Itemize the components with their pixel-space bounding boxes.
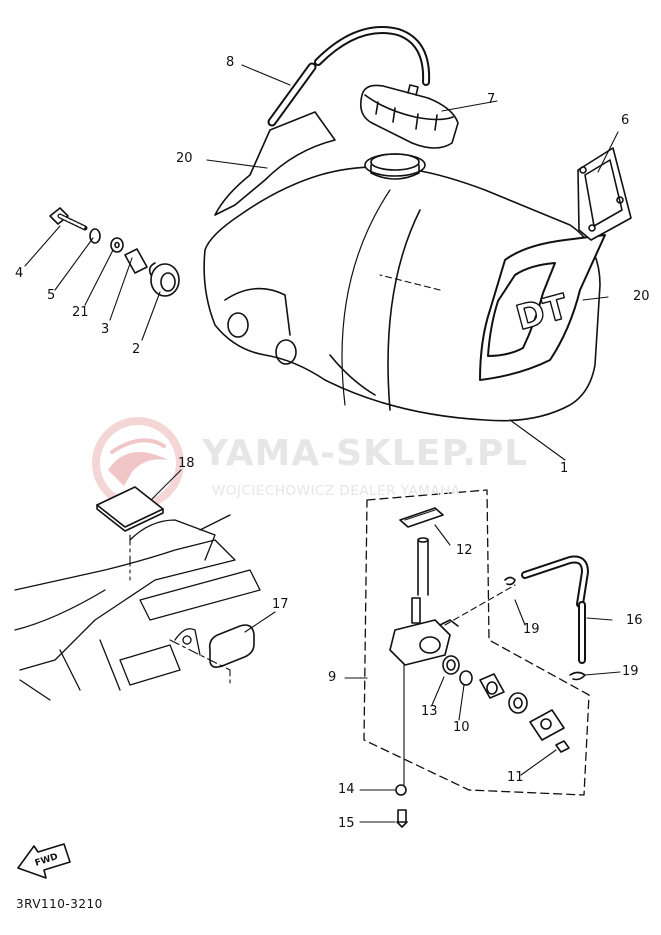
fuel-cap: [359, 84, 459, 149]
callout-3: 3: [101, 322, 110, 337]
callout-2: 2: [132, 342, 141, 357]
watermark-logo: [92, 417, 184, 509]
callout-4: 4: [15, 266, 24, 281]
leader-lines: [24, 64, 621, 823]
breather-hose: [267, 26, 431, 127]
callout-21: 21: [72, 305, 89, 320]
callout-6: 6: [621, 113, 630, 128]
callout-20-left: 20: [176, 151, 193, 166]
diagram-code: 3RV110-3210: [16, 897, 103, 911]
callout-11: 11: [507, 770, 524, 785]
damper-17: [208, 624, 255, 668]
callout-19-upper: 19: [523, 622, 540, 637]
callout-1: 1: [560, 461, 569, 476]
mount-hardware: [49, 207, 180, 297]
watermark-subtitle: WOJCIECHOWICZ DEALER YAMAHA: [212, 483, 461, 499]
callout-13: 13: [421, 704, 438, 719]
callout-18: 18: [178, 456, 195, 471]
damper-plate: [577, 147, 632, 241]
callout-14: 14: [338, 782, 355, 797]
callout-16: 16: [626, 613, 643, 628]
callout-19-lower: 19: [622, 664, 639, 679]
callout-12: 12: [456, 543, 473, 558]
side-cover-left: [214, 111, 336, 216]
pad-18: [96, 486, 164, 532]
watermark-title: YAMA-SKLEP.PL: [202, 433, 529, 474]
callout-5: 5: [47, 288, 56, 303]
callout-7: 7: [487, 92, 496, 107]
callout-15: 15: [338, 816, 355, 831]
callout-10: 10: [453, 720, 470, 735]
tank-emblem: DT: [479, 234, 606, 381]
frame-section: [14, 514, 261, 701]
fwd-arrow-icon: FWD: [17, 843, 71, 879]
callout-8: 8: [226, 55, 235, 70]
callout-20-right: 20: [633, 289, 650, 304]
callout-17: 17: [272, 597, 289, 612]
svg-text:DT: DT: [512, 287, 573, 339]
fuel-cock-assembly: [363, 489, 590, 828]
fuel-hose: [504, 555, 589, 681]
callout-9: 9: [328, 670, 337, 685]
